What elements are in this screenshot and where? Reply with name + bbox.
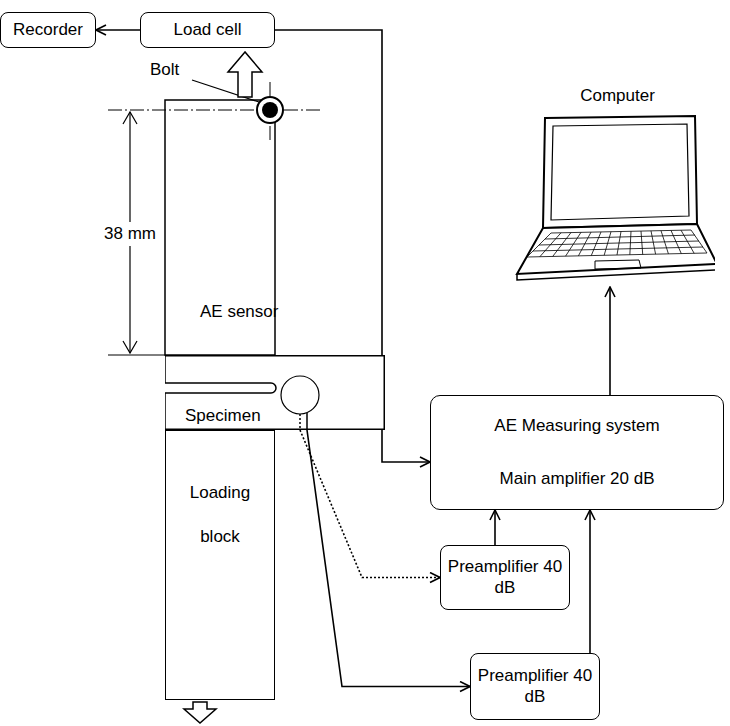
node-text: Main amplifier 20 dB — [500, 469, 655, 489]
node-text: Loading block — [184, 471, 256, 559]
node-text: Load cell — [173, 20, 241, 40]
center-line — [108, 110, 322, 111]
specimen-outline — [165, 356, 384, 430]
bolt-symbol — [257, 97, 283, 123]
laptop-base — [517, 224, 715, 274]
loading-block: Loading block — [165, 430, 275, 700]
load-arrow — [184, 702, 216, 723]
laptop-icon — [515, 114, 715, 284]
device-box: Recorder — [0, 12, 96, 48]
node-text: Recorder — [13, 20, 83, 40]
node-text: Preamplifier 40 dB — [447, 557, 563, 598]
signal-line — [589, 510, 591, 653]
signal-line — [494, 510, 496, 545]
node-text: Specimen — [185, 406, 261, 426]
amplifier-box: Preamplifier 40 dB — [440, 545, 570, 610]
specimen: Specimen — [165, 355, 385, 430]
sensor-cable — [306, 413, 308, 430]
node-text: AE Measuring system — [494, 416, 659, 436]
laptop-screen — [551, 124, 689, 220]
amplifier-box: Preamplifier 40 dB — [470, 653, 600, 720]
laptop-screen — [543, 116, 697, 228]
laptop-base — [517, 264, 715, 280]
keyboard — [527, 230, 707, 257]
extension-line — [108, 355, 165, 356]
load-arrow — [228, 52, 262, 97]
measuring-system-box: AE Measuring systemMain amplifier 20 dB — [430, 395, 724, 510]
dimension: 38 mm — [102, 222, 158, 246]
touchpad — [595, 260, 641, 269]
bolt-symbol — [262, 102, 278, 118]
node-text: Preamplifier 40 dB — [477, 666, 593, 707]
node-text: Computer — [580, 86, 655, 106]
signal-line — [96, 29, 140, 31]
part-name: AE sensor — [200, 302, 278, 322]
computer-icon: Computer — [515, 82, 720, 287]
device-box: Load cell — [140, 12, 275, 48]
signal-line — [609, 287, 611, 395]
sensor-cable — [300, 430, 440, 578]
ae-sensor — [281, 376, 319, 414]
sensor-cable — [299, 414, 301, 430]
part-name: Bolt — [150, 60, 179, 80]
